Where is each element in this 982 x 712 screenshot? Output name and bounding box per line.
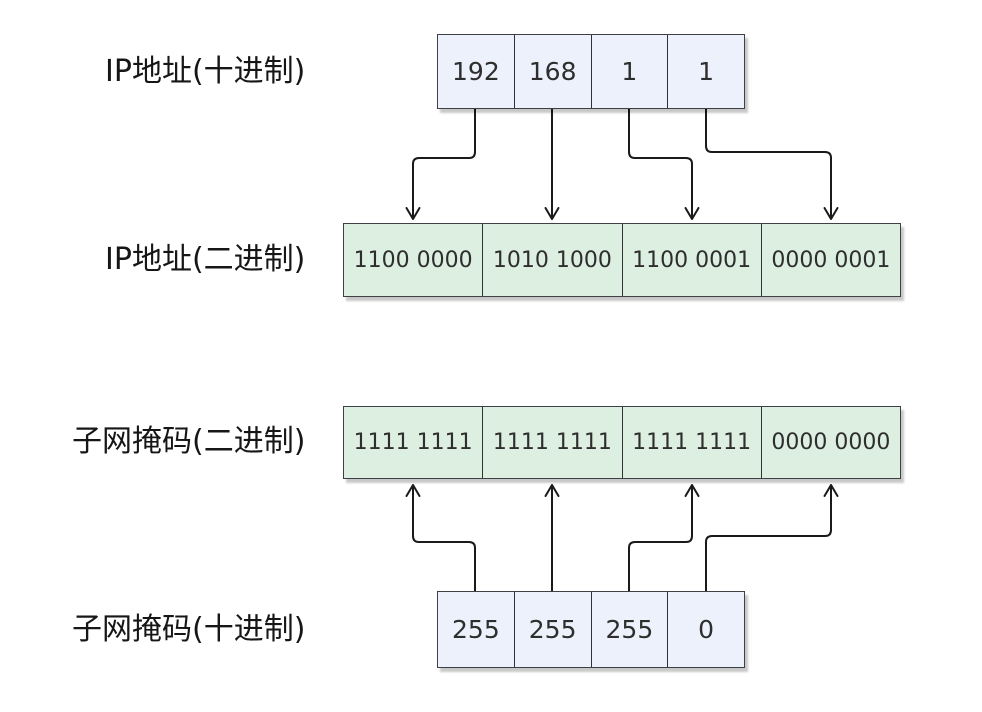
label-ip-binary: IP地址(二进制)	[105, 242, 306, 277]
row-ip-binary: 1100 0000 1010 1000 1100 0001 0000 0001	[343, 223, 901, 297]
arrow-mask-octet-1-icon	[405, 484, 476, 591]
row-mask-decimal: 255 255 255 0	[437, 591, 745, 668]
row-mask-binary: 1111 1111 1111 1111 1111 1111 0000 0000	[343, 406, 901, 479]
cell-ip-decimal-2: 168	[513, 35, 591, 108]
cell-mask-decimal-3: 255	[590, 592, 668, 667]
row-ip-decimal: 192 168 1 1	[437, 34, 745, 109]
cell-mask-decimal-4: 0	[667, 592, 744, 667]
label-mask-binary: 子网掩码(二进制)	[72, 424, 306, 459]
cell-mask-binary-3: 1111 1111	[621, 407, 761, 478]
arrow-mask-octet-3-icon	[628, 484, 700, 591]
arrow-ip-octet-1-icon	[405, 109, 476, 220]
arrow-ip-octet-4-icon	[705, 109, 839, 220]
cell-ip-binary-4: 0000 0001	[760, 224, 900, 296]
cell-mask-binary-2: 1111 1111	[482, 407, 621, 478]
cell-ip-binary-3: 1100 0001	[621, 224, 761, 296]
label-ip-decimal: IP地址(十进制)	[105, 54, 306, 89]
cell-mask-binary-1: 1111 1111	[353, 430, 473, 455]
arrow-mask-octet-4-icon	[705, 484, 839, 591]
cell-mask-decimal-2: 255	[513, 592, 591, 667]
arrow-ip-octet-3-icon	[628, 109, 700, 220]
cell-ip-decimal-4: 1	[667, 35, 744, 108]
label-mask-decimal: 子网掩码(十进制)	[72, 612, 306, 647]
cell-mask-binary-4: 0000 0000	[760, 407, 900, 478]
cell-ip-binary-2: 1010 1000	[482, 224, 621, 296]
cell-mask-decimal-1: 255	[452, 615, 500, 644]
cell-ip-decimal-3: 1	[590, 35, 668, 108]
cell-ip-binary-1: 1100 0000	[353, 247, 473, 273]
cell-ip-decimal-1: 192	[452, 57, 500, 86]
